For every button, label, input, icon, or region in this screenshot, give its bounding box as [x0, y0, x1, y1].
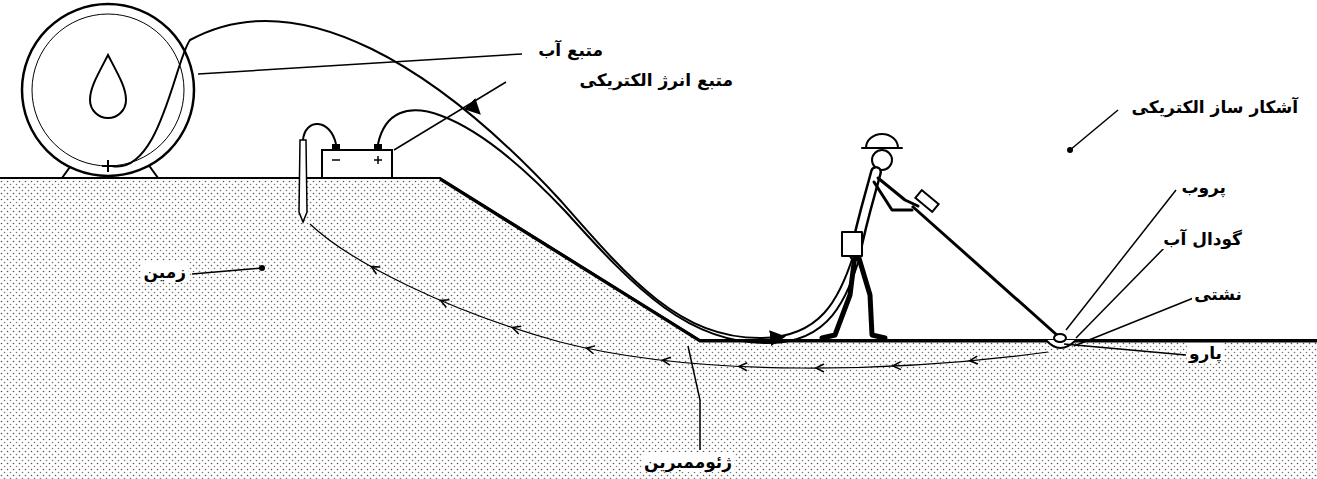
current-arrows	[369, 263, 977, 372]
paddle-label: پارو	[1187, 343, 1224, 363]
current-path	[310, 224, 1048, 368]
pit-label: گودال آب	[1161, 229, 1244, 249]
current-arrowhead	[969, 356, 978, 365]
ground-wire	[303, 124, 336, 144]
detector-cable	[378, 110, 861, 343]
leader-dot	[259, 265, 265, 271]
ground-electrode	[299, 140, 307, 222]
ground-surface	[0, 178, 1317, 340]
geomembrane-label: ژئوممبرین	[642, 452, 734, 472]
tank-label: متبع آب	[536, 40, 605, 60]
current-arrowhead	[586, 344, 595, 353]
ground-label: زمین	[141, 262, 188, 282]
probe-label: پروب	[1179, 177, 1228, 197]
current-arrowhead	[739, 362, 747, 370]
flow-arrow	[772, 337, 782, 338]
current-arrowhead	[662, 356, 671, 365]
detector-label: آشکار ساز الکتریکی	[1130, 97, 1300, 117]
probe-paddle	[1054, 334, 1066, 342]
flow-arrow	[470, 104, 478, 112]
water-tank	[22, 4, 194, 178]
current-arrowhead	[511, 324, 521, 334]
leader-lines	[192, 54, 1196, 450]
current-arrowhead	[816, 364, 824, 372]
water-hose	[112, 21, 855, 338]
geomembrane-sheet	[440, 179, 1317, 341]
current-arrowhead	[439, 297, 449, 307]
current-arrowhead	[369, 263, 380, 274]
worker	[822, 134, 918, 338]
battery	[322, 144, 392, 178]
probe-wand	[912, 206, 1058, 336]
electric-detector	[915, 190, 938, 212]
leader-dot	[1067, 147, 1073, 153]
current-arrowhead	[893, 362, 901, 370]
power-source-label: متبع انرژ الکتریکی	[577, 70, 735, 90]
ground-fill	[0, 178, 1317, 479]
leak-label: نشتی	[1192, 284, 1244, 304]
